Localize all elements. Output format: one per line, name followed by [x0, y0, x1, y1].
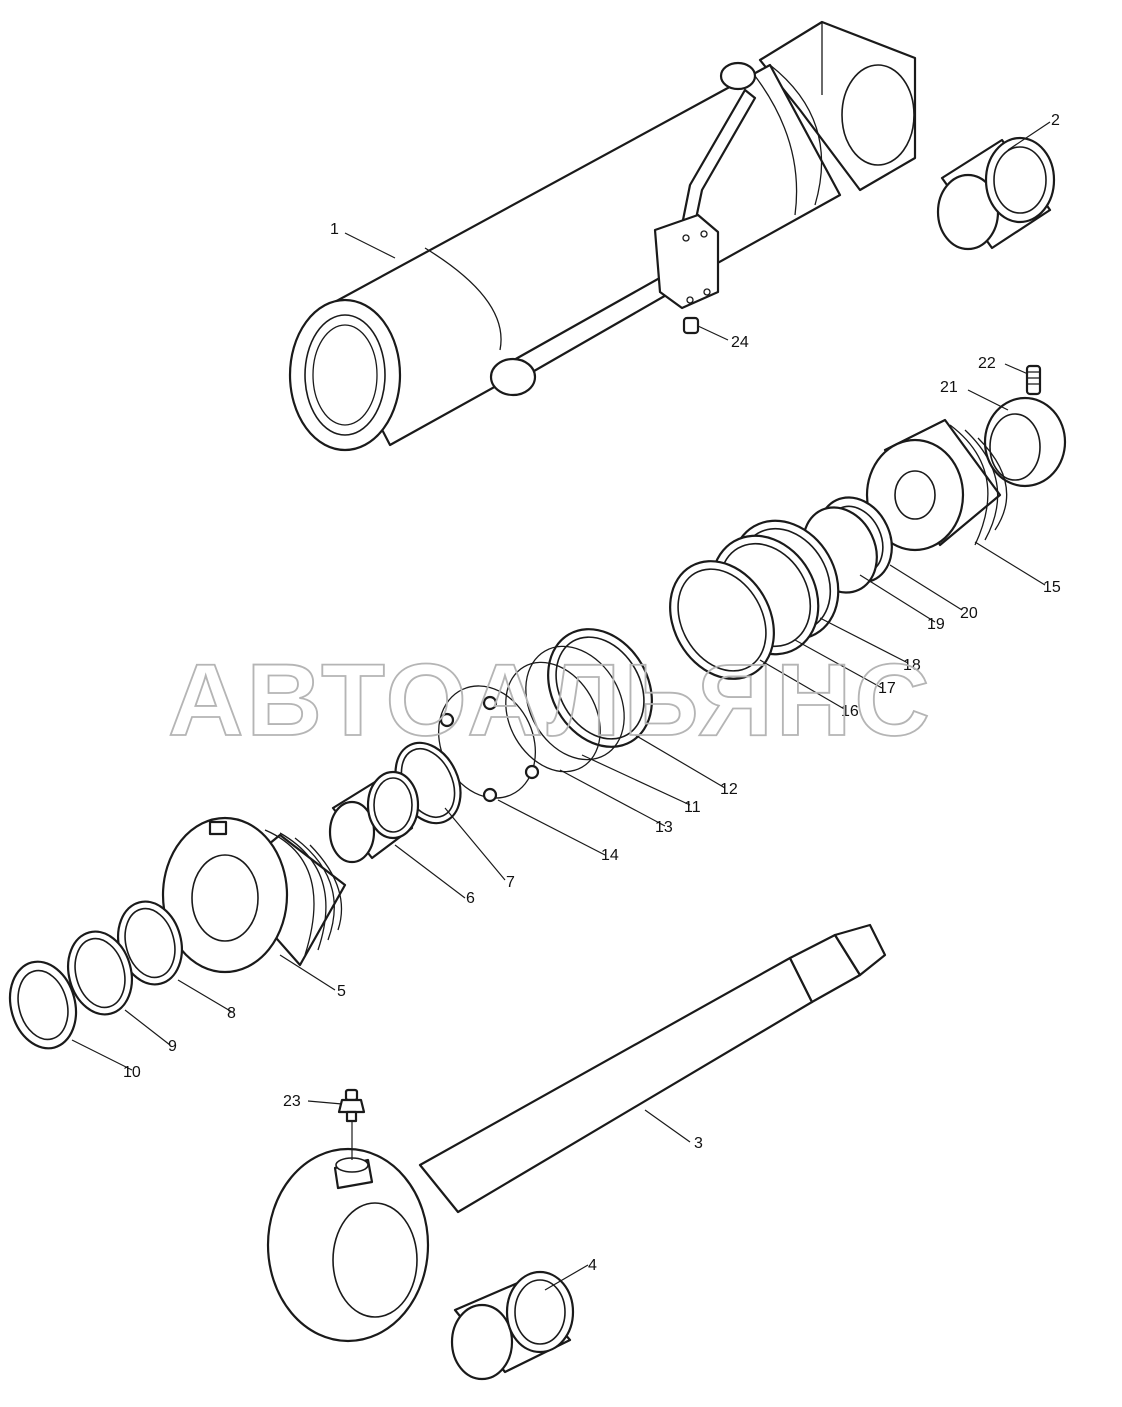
callout-3: 3 — [694, 1135, 703, 1152]
seal-ring-9 — [67, 930, 133, 1016]
watermark: АВТОАЛЬЯНС — [168, 643, 933, 757]
callouts: 1 2 3 4 5 6 7 8 9 10 11 12 13 14 15 16 1… — [123, 112, 1061, 1274]
callout-6: 6 — [466, 890, 475, 907]
callout-19: 19 — [927, 616, 945, 633]
callout-12: 12 — [720, 781, 738, 798]
callout-23: 23 — [283, 1093, 301, 1110]
set-screw-22 — [1025, 364, 1042, 396]
piston-15 — [865, 418, 1008, 552]
callout-4: 4 — [588, 1257, 597, 1274]
callout-22: 22 — [978, 355, 996, 372]
seal-ring-16 — [669, 560, 775, 680]
piston-rod-3 — [266, 923, 887, 1343]
wiper-ring-10 — [8, 960, 78, 1050]
callout-8: 8 — [227, 1005, 236, 1022]
callout-18: 18 — [903, 657, 921, 674]
seal-ring-11 — [525, 645, 625, 761]
callout-17: 17 — [878, 680, 896, 697]
callout-13: 13 — [655, 819, 673, 836]
seal-ring-13 — [505, 661, 601, 773]
callout-16: 16 — [841, 703, 859, 720]
plug-24 — [682, 316, 700, 335]
callout-9: 9 — [168, 1038, 177, 1055]
callout-5: 5 — [337, 983, 346, 1000]
callout-20: 20 — [960, 605, 978, 622]
leader-lines — [71, 121, 1051, 1291]
callout-7: 7 — [506, 874, 515, 891]
callout-2: 2 — [1051, 112, 1060, 129]
callout-24: 24 — [731, 334, 749, 351]
grease-fitting-23 — [337, 1088, 366, 1123]
callout-10: 10 — [123, 1064, 141, 1081]
gland-5 — [161, 816, 347, 974]
cylinder-barrel — [288, 20, 917, 452]
seal-ring-12 — [547, 628, 653, 748]
callout-1: 1 — [330, 221, 339, 238]
bushing-2 — [936, 136, 1056, 251]
lock-nut-21 — [983, 396, 1067, 488]
callout-14: 14 — [601, 847, 619, 864]
bushing-6 — [328, 770, 420, 864]
callout-15: 15 — [1043, 579, 1061, 596]
callout-21: 21 — [940, 379, 958, 396]
bushing-4 — [450, 1270, 575, 1381]
callout-11: 11 — [684, 799, 701, 816]
